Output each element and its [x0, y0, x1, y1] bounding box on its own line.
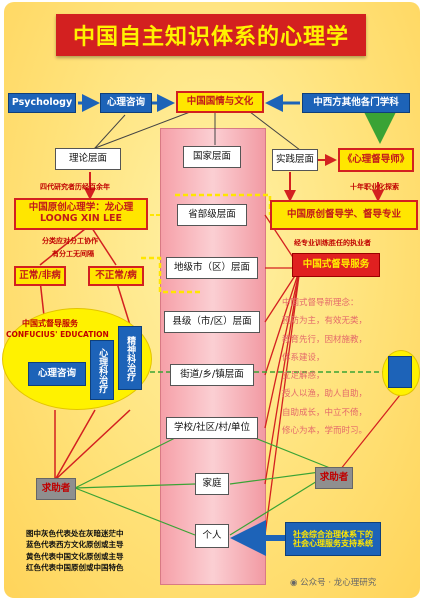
- social-line1: 社会综合治理体系下的: [293, 529, 373, 539]
- ellipse-counseling-box: 心理咨询: [28, 362, 86, 386]
- pillar-level-family: 家庭: [195, 473, 229, 495]
- watermark-text: 公众号 · 龙心理研究: [300, 578, 377, 588]
- western-counseling-box: 心理咨询: [100, 93, 152, 113]
- principle-0: 中国式督导新理念：: [282, 298, 359, 308]
- social-support-box: 社会综合治理体系下的 社会心理服务支持系统: [285, 522, 381, 556]
- psychiatry-box: 精神科治疗: [118, 326, 142, 390]
- note-labor: 有分工无间隔: [52, 250, 94, 258]
- pillar-level-prefecture: 地级市（区）层面: [166, 257, 258, 279]
- china-culture-box: 中国国情与文化: [176, 91, 264, 113]
- note-division: 分类应对分工协作: [42, 237, 98, 245]
- china-supervision-service-box: 中国式督导服务: [292, 253, 380, 277]
- loong-line1: 中国原创心理学：龙心理: [28, 202, 134, 214]
- help-seeker-left: 求助者: [36, 478, 76, 500]
- diagram-title: 中国自主知识体系的心理学: [56, 14, 366, 56]
- principle-6: 自助成长，中立不倚，: [282, 407, 368, 418]
- legend-red: 红色代表中国原创或中国特色: [26, 562, 124, 572]
- original-supervision-box: 中国原创督导学、督导专业: [270, 200, 418, 230]
- principle-2: 教育先行，因材施教，: [282, 334, 368, 345]
- note-decade: 十年职业化探索: [350, 183, 399, 191]
- ellipse-title-line2: CONFUCIUS' EDUCATION: [6, 330, 109, 339]
- note-trained: 经专业训练胜任的执业者: [294, 239, 371, 247]
- pillar-level-county: 县级（市/区）层面: [164, 311, 260, 333]
- abnormal-box: 不正常/病: [88, 266, 144, 286]
- legend-grey: 图中灰色代表处在灰暗迷茫中: [26, 529, 124, 538]
- legend-yellow: 黄色代表中国文化原创或主导: [26, 551, 124, 561]
- normal-box: 正常/非病: [14, 266, 66, 286]
- watermark: ◉ 公众号 · 龙心理研究: [290, 576, 376, 588]
- therapy-box: 心理科治疗: [90, 340, 114, 400]
- principle-5: 授人以渔，助人自助，: [282, 389, 368, 400]
- principle-4: 立足解惑，: [282, 371, 325, 382]
- ellipse-title-line1: 中国式督导服务: [22, 319, 78, 328]
- principle-1: 预防为主，有效无类，: [282, 316, 368, 327]
- principle-7: 修心为本，学而时习。: [282, 425, 368, 436]
- principles-text: 中国式督导新理念： 预防为主，有效无类， 教育先行，因材施教， 体系建设， 立足…: [282, 294, 414, 440]
- practice-level-box: 实践层面: [272, 149, 318, 171]
- western-disciplines-box: 中西方其他各门学科: [302, 93, 410, 113]
- loong-line2: LOONG XIN LEE: [39, 213, 123, 224]
- pillar-level-individual: 个人: [195, 524, 229, 548]
- social-line2: 社会心理服务支持系统: [293, 539, 373, 548]
- loong-psychology-box: 中国原创心理学：龙心理 LOONG XIN LEE: [14, 198, 148, 230]
- wechat-icon: ◉: [290, 578, 301, 588]
- theory-level-box: 理论层面: [55, 148, 121, 170]
- note-history: 四代研究者历经百余年: [40, 183, 110, 191]
- pillar-level-provincial: 省部级层面: [177, 204, 247, 226]
- principle-3: 体系建设，: [282, 352, 325, 363]
- psychology-box: Psychology: [8, 93, 76, 113]
- pillar-level-street: 街道/乡/镇层面: [170, 364, 254, 386]
- legend-blue: 蓝色代表西方文化原创或主导: [26, 540, 124, 550]
- supervisor-book-box: 《心理督导师》: [338, 148, 414, 172]
- pillar-level-school: 学校/社区/村/单位: [166, 417, 258, 439]
- mini-service-box: [388, 356, 412, 388]
- pillar-level-national: 国家层面: [183, 146, 241, 168]
- color-legend: 图中灰色代表处在灰暗迷茫中 蓝色代表西方文化原创或主导 黄色代表中国文化原创或主…: [26, 528, 124, 573]
- help-seeker-right: 求助者: [315, 467, 353, 489]
